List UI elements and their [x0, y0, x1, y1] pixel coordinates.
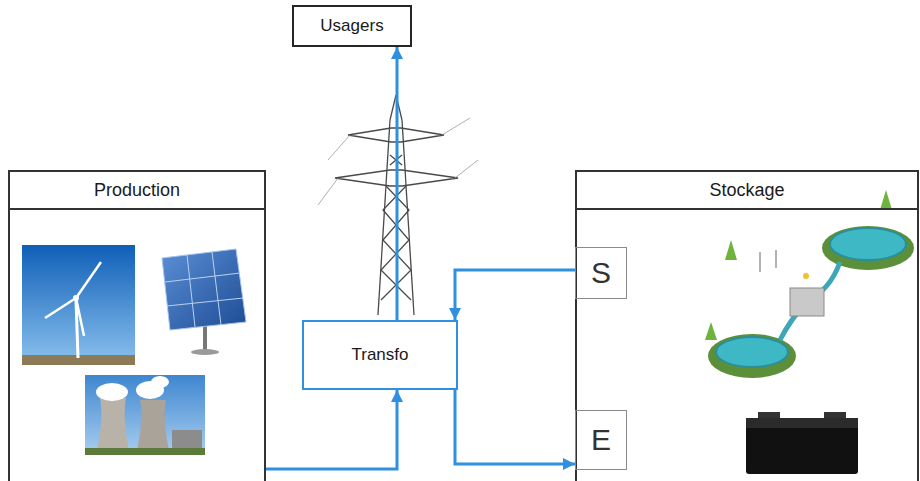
battery-case [746, 418, 858, 474]
wire [442, 118, 470, 135]
wire [455, 160, 478, 178]
pumped-hydro [705, 190, 914, 378]
cooling-tower [96, 398, 130, 455]
sky [85, 375, 205, 455]
panel-base [191, 349, 219, 355]
cooling-tower [136, 400, 170, 455]
upper-reservoir [830, 228, 906, 260]
wire [328, 135, 350, 160]
penstock [780, 262, 840, 340]
output-tag: S [575, 247, 627, 299]
panel-grid [165, 273, 240, 282]
panel-grid [187, 255, 195, 327]
flow-arrow [455, 390, 575, 464]
small-turbine [775, 250, 777, 268]
pylon-leg [402, 120, 414, 315]
user-box: Usagers [292, 5, 412, 47]
hill [708, 334, 796, 378]
production-panel: Production [8, 170, 266, 481]
steam [151, 376, 169, 388]
steam [96, 383, 128, 401]
input-tag: E [575, 410, 627, 470]
turbine-blade [76, 262, 101, 298]
tree [880, 190, 892, 210]
turbine-blade [45, 298, 76, 318]
panel-heading: Production [10, 172, 264, 210]
small-turbine [759, 252, 761, 272]
node-label: Transfo [351, 345, 408, 365]
battery-lid [746, 418, 858, 428]
node-label: Usagers [320, 16, 383, 36]
panel-grid [212, 252, 221, 325]
solar-panel [162, 249, 246, 355]
power-station [790, 288, 824, 316]
turbine-hub [73, 295, 79, 301]
lower-reservoir [716, 337, 788, 367]
panel-surface [162, 249, 246, 330]
nuclear-plant [85, 375, 205, 455]
storage-panel: StockageS E [575, 170, 919, 481]
hill [822, 226, 914, 270]
battery [746, 412, 858, 474]
node-label: E [591, 423, 611, 457]
flow-arrow [396, 47, 399, 320]
flow-arrow [266, 390, 397, 469]
ground [85, 448, 205, 455]
pylon-leg [378, 120, 390, 315]
wire [318, 178, 338, 205]
flow-arrow [455, 270, 575, 320]
sky [22, 245, 135, 365]
panel-grid [167, 298, 243, 306]
panel-heading: Stockage [577, 172, 917, 210]
spark [803, 273, 809, 279]
transformer-box: Transfo [302, 320, 458, 390]
node-label: S [591, 256, 611, 290]
wind-turbine [22, 245, 135, 365]
tree [725, 240, 737, 260]
tree [705, 322, 717, 340]
turbine-blade [76, 298, 84, 336]
